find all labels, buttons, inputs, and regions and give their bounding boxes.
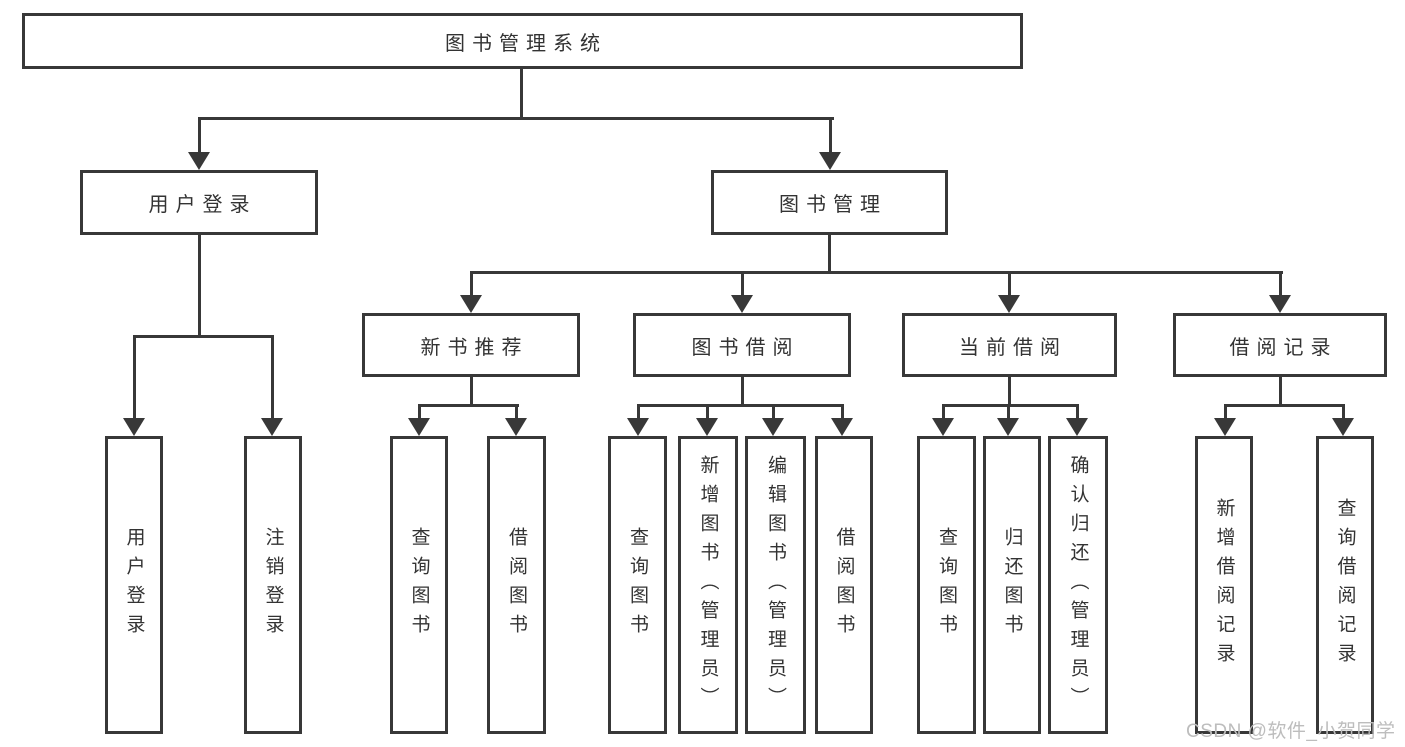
connector-mgmt-stem xyxy=(828,235,831,273)
connector-mgmt-rail xyxy=(470,271,1283,274)
connector-stem xyxy=(470,377,473,406)
connector-drop xyxy=(706,404,709,420)
node-label: 编辑图书（管理员） xyxy=(765,454,786,716)
arrow-down-icon xyxy=(627,418,649,436)
node-book-management: 图书管理 xyxy=(711,170,948,235)
node-book-borrow: 图书借阅 xyxy=(633,313,851,377)
connector-drop xyxy=(1007,404,1010,420)
arrow-down-icon xyxy=(261,418,283,436)
connector-drop xyxy=(1008,271,1011,297)
connector-rail xyxy=(1224,404,1345,407)
node-label: 借阅图书 xyxy=(833,527,855,643)
leaf-confirm-return-admin: 确认归还（管理员） xyxy=(1048,436,1108,734)
connector-drop xyxy=(1076,404,1079,420)
node-label: 借阅图书 xyxy=(506,527,527,643)
leaf-add-books-admin: 新增图书（管理员） xyxy=(678,436,738,734)
connector-drop xyxy=(1342,404,1345,420)
leaf-query-books-recommend: 查询图书 xyxy=(390,436,448,734)
connector-drop xyxy=(418,404,421,420)
node-library-system: 图书管理系统 xyxy=(22,13,1023,69)
node-label: 确认归还（管理员） xyxy=(1067,454,1089,716)
node-label: 用户登录 xyxy=(123,527,145,643)
node-label: 图书管理系统 xyxy=(445,32,607,55)
arrow-down-icon xyxy=(1332,418,1354,436)
node-new-book-recommend: 新书推荐 xyxy=(362,313,580,377)
leaf-edit-books-admin: 编辑图书（管理员） xyxy=(745,436,806,734)
csdn-watermark: CSDN @软件_小贺同学 xyxy=(1186,721,1396,742)
arrow-down-icon xyxy=(831,418,853,436)
connector-drop xyxy=(772,404,775,420)
connector-drop xyxy=(470,271,473,297)
connector-drop xyxy=(637,404,640,420)
connector-drop xyxy=(942,404,945,420)
connector-rail xyxy=(418,404,519,407)
arrow-down-icon xyxy=(998,295,1020,313)
leaf-query-borrow-record: 查询借阅记录 xyxy=(1316,436,1374,734)
leaf-return-books: 归还图书 xyxy=(983,436,1041,734)
connector-drop-user-login xyxy=(198,117,201,157)
connector-stem xyxy=(1279,377,1282,406)
node-borrow-records: 借阅记录 xyxy=(1173,313,1387,377)
connector-rail xyxy=(637,404,844,407)
node-label: 查询借阅记录 xyxy=(1334,498,1356,672)
arrow-down-icon xyxy=(123,418,145,436)
node-label: 用户登录 xyxy=(148,194,257,216)
node-label: 查询图书 xyxy=(936,527,957,643)
node-user-login: 用户登录 xyxy=(80,170,318,235)
leaf-add-borrow-record: 新增借阅记录 xyxy=(1195,436,1253,734)
connector-drop xyxy=(841,404,844,420)
connector-stem xyxy=(741,377,744,406)
connector-drop xyxy=(1279,271,1282,297)
leaf-borrow-books: 借阅图书 xyxy=(815,436,873,734)
node-label: 查询图书 xyxy=(408,527,430,643)
connector-stem xyxy=(1008,377,1011,406)
node-label: 新增借阅记录 xyxy=(1213,498,1235,672)
connector-drop-book-mgmt xyxy=(829,117,832,157)
node-label: 借阅记录 xyxy=(1229,336,1338,359)
arrow-down-icon xyxy=(188,152,210,170)
node-current-borrow: 当前借阅 xyxy=(902,313,1117,377)
arrow-down-icon xyxy=(696,418,718,436)
arrow-down-icon xyxy=(819,152,841,170)
arrow-down-icon xyxy=(932,418,954,436)
node-label: 新书推荐 xyxy=(420,336,529,359)
node-label: 归还图书 xyxy=(1001,527,1023,643)
node-label: 新增图书（管理员） xyxy=(697,454,719,716)
node-label: 图书管理 xyxy=(779,194,887,216)
connector-drop xyxy=(741,271,744,297)
connector-rail xyxy=(942,404,1079,407)
connector-login-rail xyxy=(133,335,274,338)
arrow-down-icon xyxy=(460,295,482,313)
arrow-down-icon xyxy=(1066,418,1088,436)
leaf-query-books-borrow: 查询图书 xyxy=(608,436,667,734)
node-label: 查询图书 xyxy=(627,527,648,643)
connector-drop xyxy=(133,335,136,420)
arrow-down-icon xyxy=(1269,295,1291,313)
arrow-down-icon xyxy=(731,295,753,313)
connector-root-rail xyxy=(198,117,834,120)
connector-drop xyxy=(515,404,518,420)
connector-login-stem xyxy=(198,235,201,337)
leaf-query-books-current: 查询图书 xyxy=(917,436,976,734)
node-label: 注销登录 xyxy=(262,527,284,643)
leaf-logout: 注销登录 xyxy=(244,436,302,734)
arrow-down-icon xyxy=(408,418,430,436)
arrow-down-icon xyxy=(762,418,784,436)
arrow-down-icon xyxy=(997,418,1019,436)
connector-drop xyxy=(271,335,274,420)
leaf-borrow-books-recommend: 借阅图书 xyxy=(487,436,546,734)
node-label: 当前借阅 xyxy=(959,336,1067,359)
connector-root-stem xyxy=(520,69,523,118)
arrow-down-icon xyxy=(1214,418,1236,436)
leaf-user-login: 用户登录 xyxy=(105,436,163,734)
arrow-down-icon xyxy=(505,418,527,436)
node-label: 图书借阅 xyxy=(691,336,800,359)
connector-drop xyxy=(1224,404,1227,420)
